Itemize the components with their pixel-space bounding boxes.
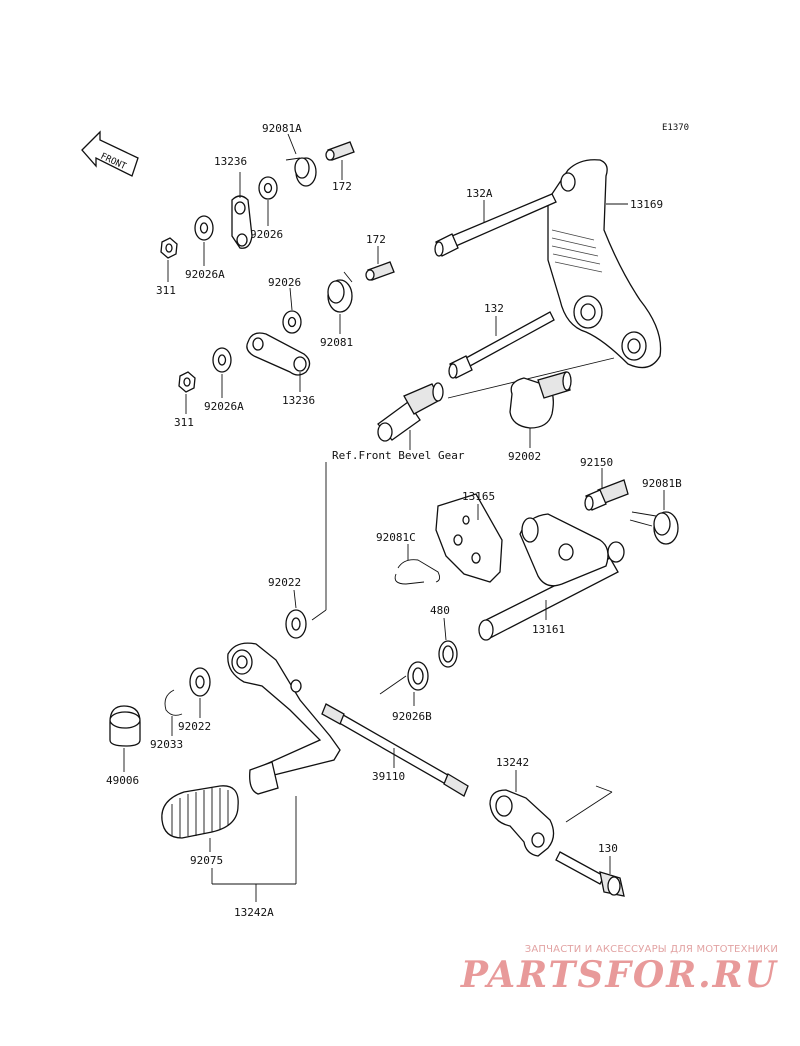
shift-pedal-lever (227, 642, 341, 795)
label-311-top: 311 (156, 284, 176, 297)
bolt-130 (555, 851, 625, 897)
label-92150: 92150 (580, 456, 613, 469)
eclip-92033 (164, 689, 183, 716)
watermark-logo: PARTSFOR.RU (460, 954, 778, 996)
nut-311-bottom (178, 371, 196, 393)
label-92026b: 92026B (392, 710, 432, 723)
circlip-480 (438, 640, 458, 668)
arm-13242 (489, 789, 555, 857)
bolt-132 (448, 311, 555, 379)
label-39110: 39110 (372, 770, 405, 783)
bolt-92150 (584, 479, 629, 511)
lever-13236-bottom (246, 332, 311, 376)
nut-311-top (160, 237, 178, 259)
label-92026a-top: 92026A (185, 268, 225, 281)
bolt-132a (434, 193, 557, 257)
label-132a: 132A (466, 187, 493, 200)
reference-note: Ref.Front Bevel Gear (332, 449, 465, 462)
pivot-92002 (509, 371, 572, 429)
label-311-bot: 311 (174, 416, 194, 429)
label-92022-top: 92022 (268, 576, 301, 589)
label-92026-top: 92026 (250, 228, 283, 241)
spring-92081a (285, 157, 317, 187)
label-92081a: 92081A (262, 122, 302, 135)
label-132: 132 (484, 302, 504, 315)
washer-92026a-top (194, 215, 214, 241)
cap-49006 (109, 705, 141, 747)
label-480: 480 (430, 604, 450, 617)
label-92026-mid: 92026 (268, 276, 301, 289)
watermark: ЗАПЧАСТИ И АКСЕССУАРЫ ДЛЯ МОТОТЕХНИКИ PA… (461, 944, 778, 995)
washer-92022-bottom (189, 667, 211, 697)
label-49006: 49006 (106, 774, 139, 787)
front-arrow-icon: FRONT (81, 130, 139, 177)
washer-92026-top (258, 176, 278, 200)
label-92033: 92033 (150, 738, 183, 751)
label-13169: 13169 (630, 198, 663, 211)
pin-172-mid (365, 261, 395, 281)
washer-92022-top (285, 609, 307, 639)
label-92081b: 92081B (642, 477, 682, 490)
label-92002: 92002 (508, 450, 541, 463)
label-92075: 92075 (190, 854, 223, 867)
washer-92026a-bottom (212, 347, 232, 373)
spring-92081b (629, 511, 679, 545)
pin-172-top (325, 141, 355, 161)
label-13236-bot: 13236 (282, 394, 315, 407)
label-92022-bot: 92022 (178, 720, 211, 733)
shaft-13161 (478, 513, 625, 641)
bracket-13169 (547, 159, 662, 369)
spring-92081 (327, 271, 353, 313)
rubber-92075 (161, 785, 239, 839)
label-13242a: 13242A (234, 906, 274, 919)
label-92081: 92081 (320, 336, 353, 349)
plate-13165 (435, 493, 503, 583)
label-13165: 13165 (462, 490, 495, 503)
clip-92081c (394, 559, 441, 585)
label-172-top: 172 (332, 180, 352, 193)
rod-39110 (321, 703, 469, 797)
washer-92026b (407, 661, 429, 691)
washer-92026-mid (282, 310, 302, 334)
label-172-mid: 172 (366, 233, 386, 246)
label-13236-top: 13236 (214, 155, 247, 168)
label-130: 130 (598, 842, 618, 855)
bevel-gear-fitting (377, 382, 444, 442)
label-92081c: 92081C (376, 531, 416, 544)
label-92026a-bot: 92026A (204, 400, 244, 413)
lever-13236-top (231, 195, 253, 249)
label-13242: 13242 (496, 756, 529, 769)
watermark-tagline: ЗАПЧАСТИ И АКСЕССУАРЫ ДЛЯ МОТОТЕХНИКИ (524, 944, 778, 955)
diagram-code: E1370 (662, 123, 689, 133)
label-13161: 13161 (532, 623, 565, 636)
